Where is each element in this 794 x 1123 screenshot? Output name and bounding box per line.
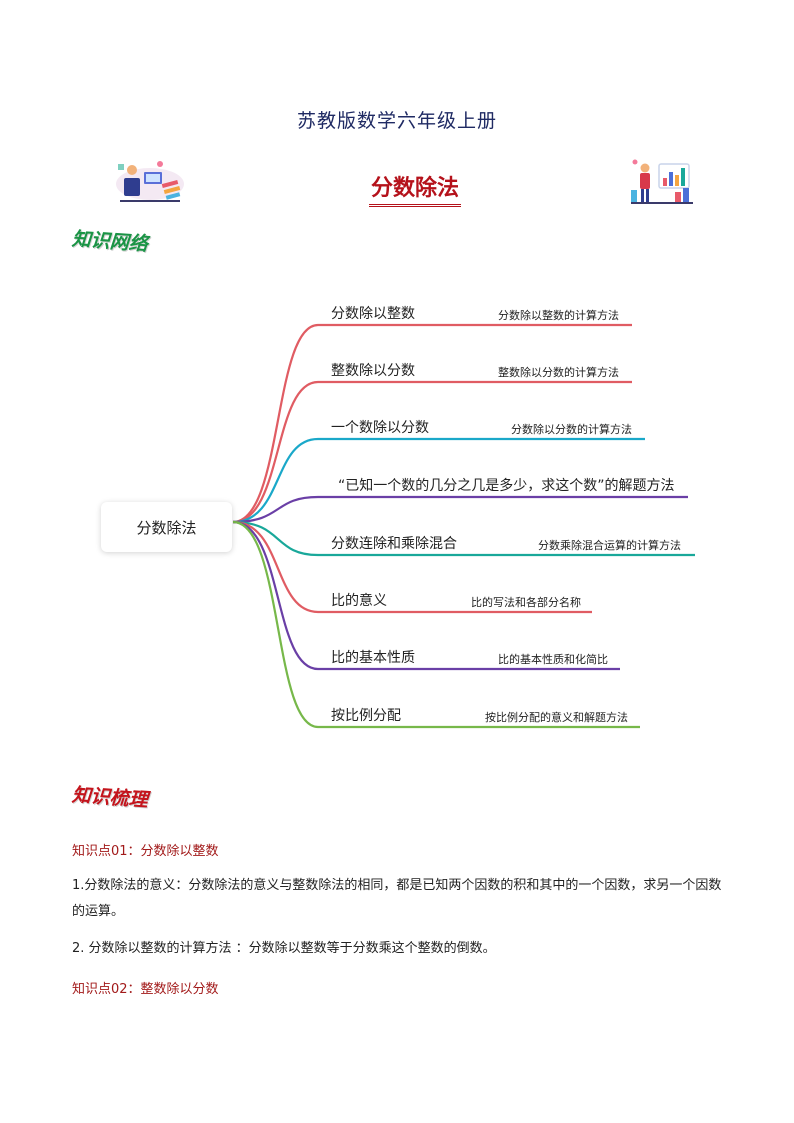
- mindmap-branch-sub-1: 分数除以整数的计算方法: [498, 309, 619, 322]
- mindmap-branch-label-8: 按比例分配: [331, 708, 401, 724]
- mindmap-connector-2: [232, 380, 632, 524]
- mindmap-branch-label-6: 比的意义: [331, 593, 387, 609]
- mindmap-branch-sub-2: 整数除以分数的计算方法: [498, 366, 619, 379]
- mindmap-branch-label-4: “已知一个数的几分之几是多少，求这个数”的解题方法: [338, 478, 675, 494]
- mindmap-root-label: 分数除法: [136, 518, 197, 537]
- mindmap-connector-3: [232, 437, 645, 524]
- knowledge-point-1-item-2: 2. 分数除以整数的计算方法 ：分数除以整数等于分数乘这个整数的倒数。: [72, 941, 496, 956]
- mindmap-connectors: [232, 323, 695, 729]
- mindmap-root: 分数除法: [101, 502, 232, 552]
- mindmap-branch-label-3: 一个数除以分数: [331, 420, 429, 436]
- section-heading-sorting: 知识梳理: [71, 784, 149, 812]
- main-title: 分数除法: [0, 170, 794, 207]
- mindmap-connector-7: [232, 520, 620, 671]
- mindmap-connector-4: [232, 495, 688, 524]
- mindmap-branch-sub-3: 分数除以分数的计算方法: [511, 423, 632, 436]
- section-heading-network: 知识网络: [71, 228, 149, 256]
- mindmap-connector-6: [232, 520, 592, 614]
- study-illustration-icon: [116, 161, 184, 202]
- mindmap-branch-sub-7: 比的基本性质和化简比: [498, 653, 608, 666]
- mindmap-branch-label-1: 分数除以整数: [331, 306, 415, 322]
- mindmap-branch-label-2: 整数除以分数: [331, 363, 415, 379]
- mindmap-branch-label-7: 比的基本性质: [331, 650, 415, 666]
- mindmap-branch-sub-8: 按比例分配的意义和解题方法: [485, 711, 628, 724]
- header-title: 苏教版数学六年级上册: [296, 110, 497, 132]
- mindmap-connector-8: [232, 520, 640, 729]
- mindmap-branch-label-5: 分数连除和乘除混合: [331, 536, 457, 552]
- chart-presenter-illustration-icon: [631, 159, 693, 204]
- knowledge-point-2-title: 知识点02：整数除以分数: [72, 982, 219, 997]
- mindmap-connector-1: [232, 323, 632, 524]
- knowledge-point-1-title: 知识点01：分数除以整数: [72, 844, 219, 859]
- knowledge-point-1-item-1: 1.分数除法的意义：分数除法的意义与整数除法的相同，都是已知两个因数的积和其中的…: [72, 878, 722, 919]
- mindmap-connector-5: [232, 520, 695, 557]
- mindmap-branch-sub-6: 比的写法和各部分名称: [471, 596, 581, 609]
- mindmap-branch-sub-5: 分数乘除混合运算的计算方法: [538, 539, 681, 552]
